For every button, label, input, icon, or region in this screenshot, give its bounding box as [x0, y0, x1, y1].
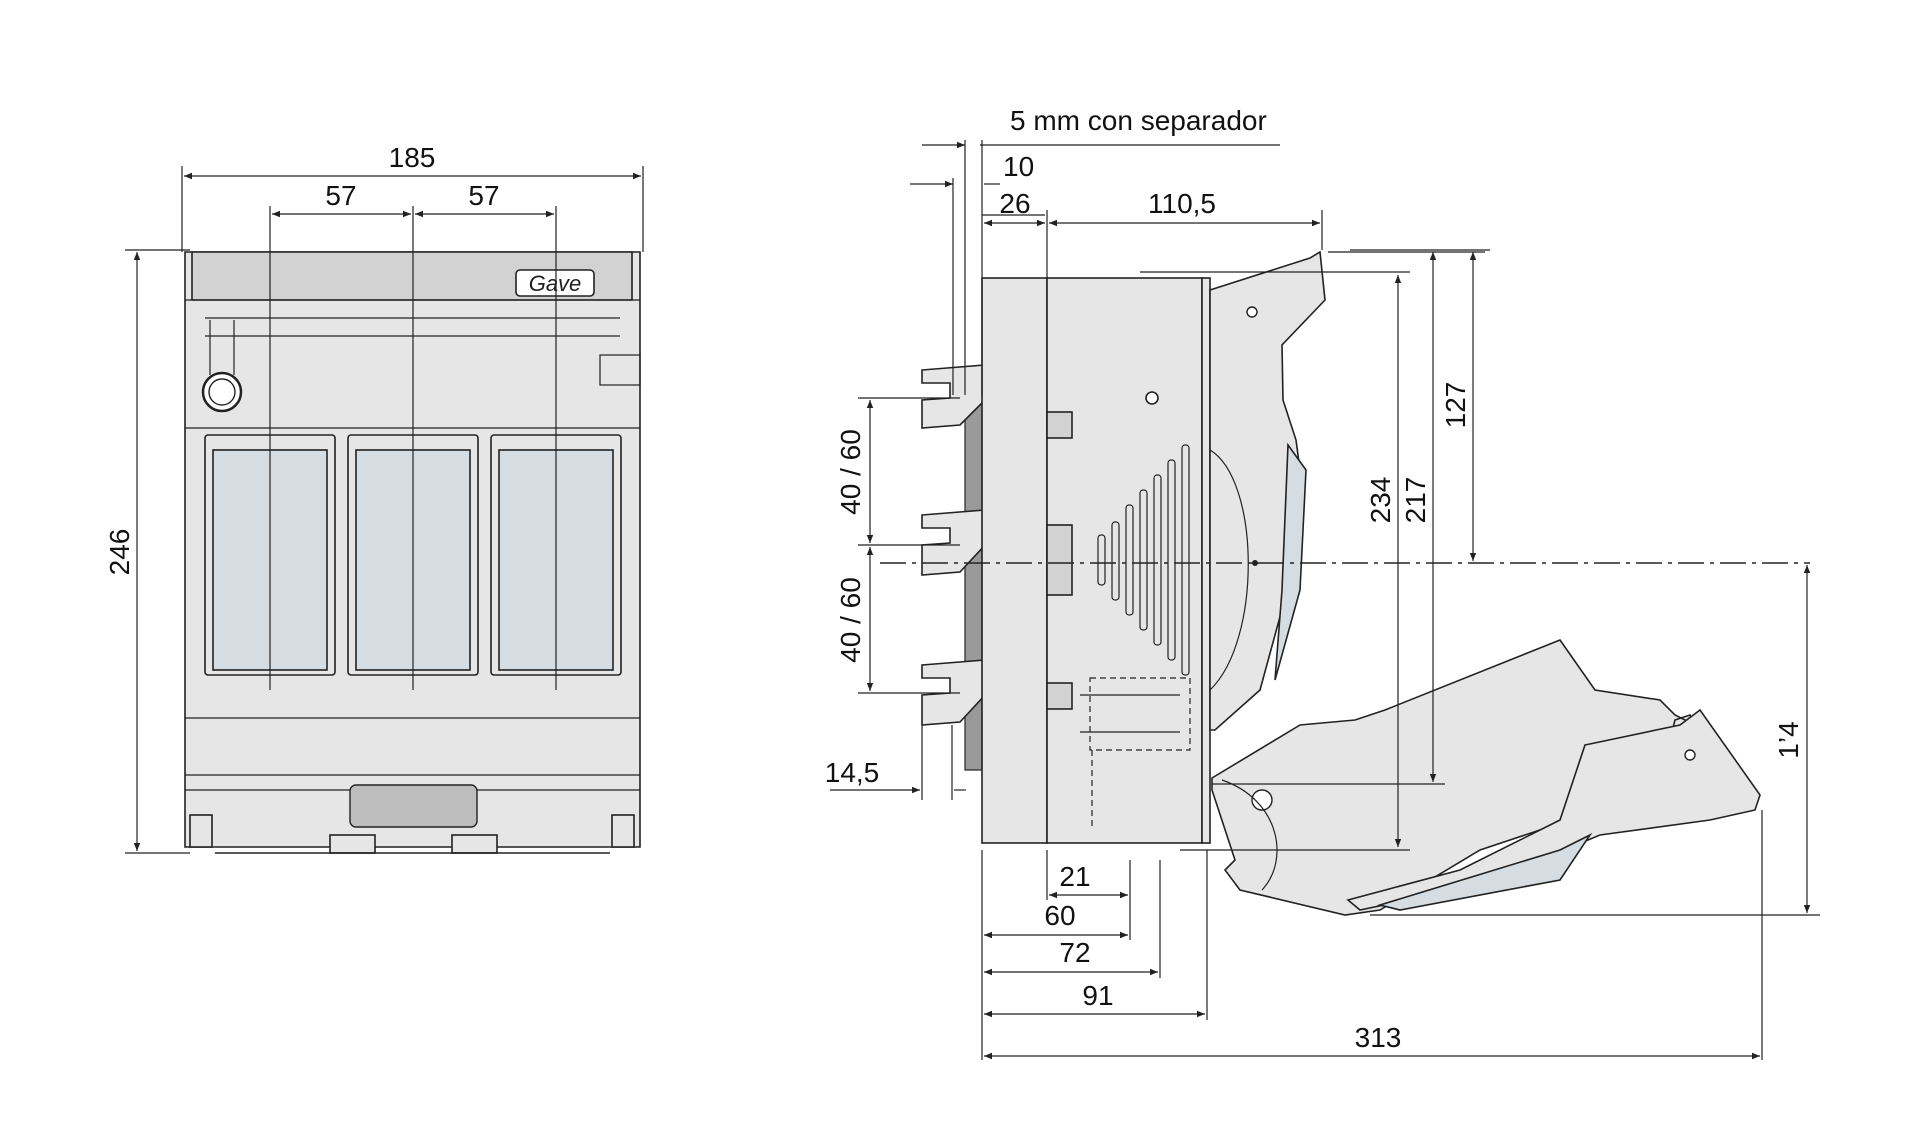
dim-72: 72 — [1059, 937, 1090, 968]
svg-text:Gave: Gave — [529, 271, 582, 296]
dim-110-5: 110,5 — [1148, 188, 1216, 219]
dim-217: 217 — [1400, 477, 1431, 524]
dim-40-60-top: 40 / 60 — [835, 429, 866, 515]
dim-10: 10 — [1003, 151, 1034, 182]
side-view: 5 mm con separador 10 26 110,5 234 217 1… — [825, 105, 1820, 1060]
gave-logo: Gave — [515, 269, 595, 297]
contact-dashes — [1080, 677, 1191, 830]
front-label-plate — [349, 784, 478, 828]
cover-open — [1211, 639, 1706, 916]
side-base — [981, 277, 1048, 844]
operating-shaft-icon — [201, 320, 243, 413]
front-view: Gave — [104, 142, 644, 854]
dim-front-height: 246 — [104, 529, 135, 576]
vent-slots — [1097, 444, 1190, 676]
dim-26: 26 — [999, 188, 1030, 219]
side-main-body — [1046, 277, 1203, 844]
front-clip-left — [329, 834, 376, 854]
dim-60: 60 — [1044, 900, 1075, 931]
dim-91: 91 — [1082, 980, 1113, 1011]
dim-21: 21 — [1059, 861, 1090, 892]
dim-127: 127 — [1440, 382, 1471, 429]
dim-313: 313 — [1355, 1022, 1402, 1053]
dim-pole-spacing-left: 57 — [325, 180, 356, 211]
dim-14-5: 14,5 — [825, 757, 880, 788]
dim-234: 234 — [1365, 477, 1396, 524]
dim-front-width: 185 — [389, 142, 436, 173]
cover-closed — [1209, 250, 1326, 731]
dim-144: 1’4 — [1773, 721, 1804, 758]
dim-pole-spacing-right: 57 — [468, 180, 499, 211]
front-clip-right — [451, 834, 498, 854]
front-foot-right — [611, 814, 635, 848]
dim-40-60-bottom: 40 / 60 — [835, 577, 866, 663]
front-side-tab — [599, 354, 641, 386]
cover-open-arm — [1346, 708, 1761, 911]
front-foot-left — [189, 814, 213, 848]
separator-note: 5 mm con separador — [1010, 105, 1267, 136]
